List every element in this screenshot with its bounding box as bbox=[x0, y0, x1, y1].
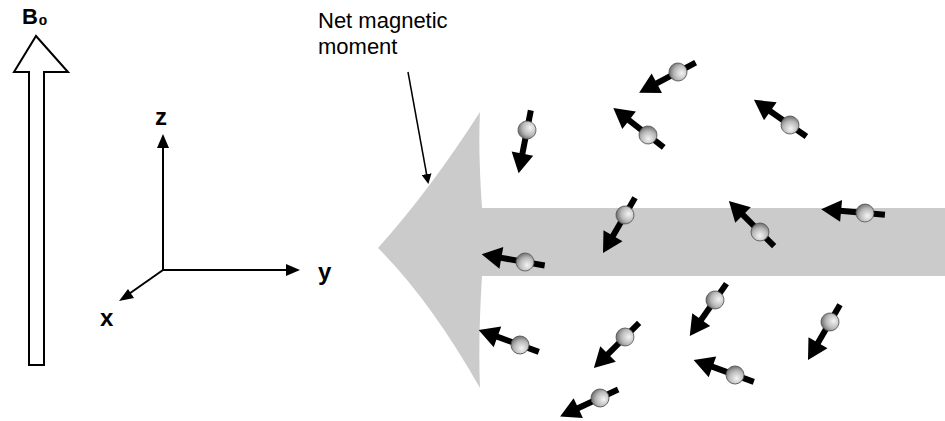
leader-line bbox=[408, 72, 428, 182]
coordinate-axes bbox=[119, 134, 300, 301]
axis-label: y bbox=[318, 258, 331, 287]
callout-label: Net magnetic moment bbox=[318, 8, 496, 61]
axis-label: x bbox=[100, 304, 113, 333]
spin-arrows bbox=[475, 53, 886, 421]
net-moment-arrow bbox=[378, 112, 945, 388]
field-arrow bbox=[14, 36, 68, 365]
field-label: B₀ bbox=[22, 4, 48, 30]
axis-label: z bbox=[155, 103, 167, 132]
